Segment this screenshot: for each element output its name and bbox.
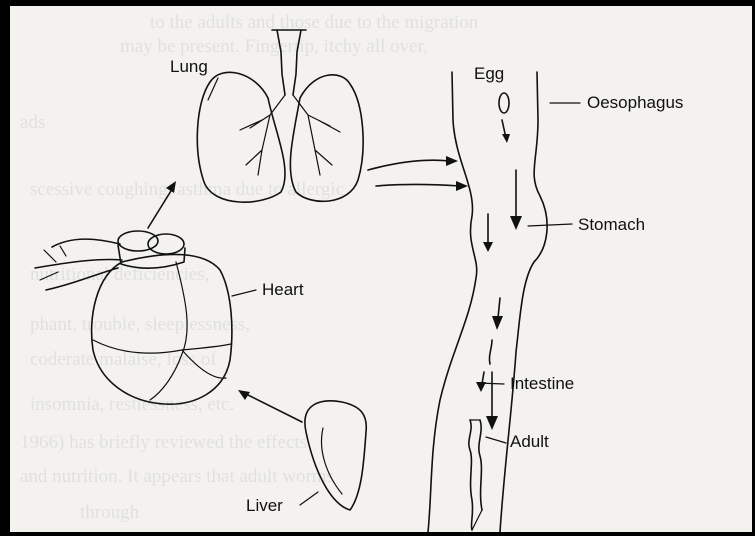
svg-text:coderate malaise, loss of: coderate malaise, loss of bbox=[30, 349, 217, 370]
liver-drawing bbox=[305, 401, 366, 510]
svg-text:phant, trouble, sleeplessness,: phant, trouble, sleeplessness, bbox=[30, 314, 250, 335]
label-heart: Heart bbox=[262, 280, 304, 299]
page-scan: to the adults and those due to the migra… bbox=[10, 6, 752, 532]
egg-shape bbox=[499, 93, 509, 113]
svg-text:ads: ads bbox=[20, 112, 45, 133]
svg-text:to the adults and those due to: to the adults and those due to the migra… bbox=[150, 12, 479, 33]
label-lung: Lung bbox=[170, 57, 208, 76]
svg-text:may be present. Fingertip, itc: may be present. Fingertip, itchy all ove… bbox=[120, 36, 428, 57]
label-stomach: Stomach bbox=[578, 215, 645, 234]
ascaris-life-cycle-diagram: to the adults and those due to the migra… bbox=[10, 6, 752, 532]
label-egg: Egg bbox=[474, 64, 504, 83]
svg-text:and nutrition. It appears that: and nutrition. It appears that adult wor… bbox=[20, 466, 334, 487]
svg-text:scessive coughing, asthma due: scessive coughing, asthma due to allergi… bbox=[30, 179, 344, 200]
svg-text:1966) has briefly reviewed the: 1966) has briefly reviewed the effects bbox=[20, 432, 307, 453]
label-intestine: Intestine bbox=[510, 374, 574, 393]
worm-drawing bbox=[469, 340, 492, 530]
label-adult: Adult bbox=[510, 432, 549, 451]
background-bleed-through: to the adults and those due to the migra… bbox=[20, 12, 479, 523]
svg-text:through: through bbox=[80, 502, 140, 523]
svg-text:nutritional deficiencies,: nutritional deficiencies, bbox=[30, 264, 209, 285]
label-oesophagus: Oesophagus bbox=[587, 93, 683, 112]
label-liver: Liver bbox=[246, 496, 283, 515]
digestive-tract-drawing bbox=[428, 72, 547, 532]
